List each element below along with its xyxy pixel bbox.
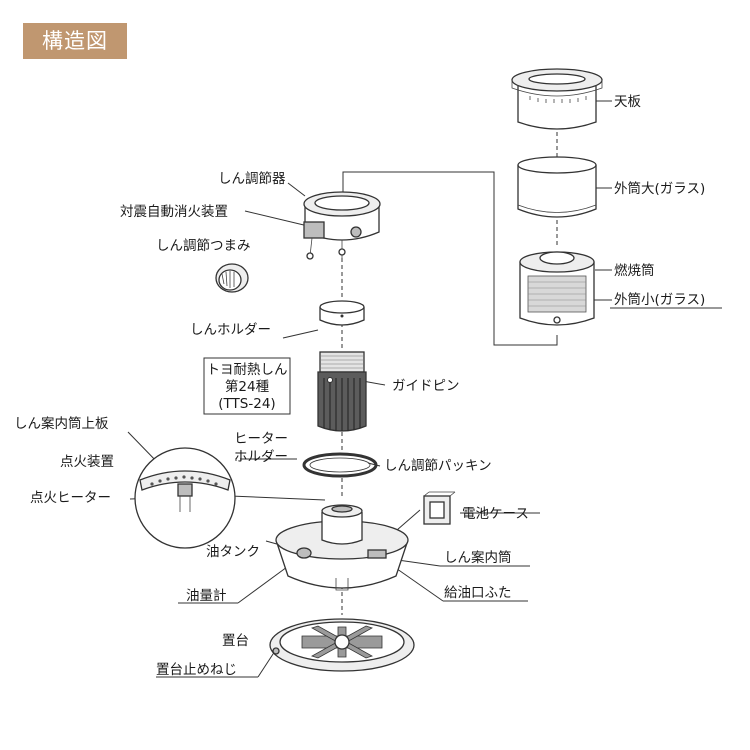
label-ignition-heater: 点火ヒーター bbox=[30, 490, 111, 506]
wick-knob-part bbox=[215, 263, 249, 293]
page-title: 構造図 bbox=[23, 23, 127, 59]
label-wick-holder: しんホルダー bbox=[190, 322, 271, 338]
label-wick-adjuster: しん調節器 bbox=[218, 171, 286, 187]
oil-tank-part bbox=[275, 504, 409, 591]
wick-spec-box bbox=[203, 357, 291, 415]
label-wick-packing: しん調節パッキン bbox=[384, 458, 492, 474]
wick-holder-part bbox=[319, 300, 365, 326]
label-base-stand: 置台 bbox=[222, 633, 249, 649]
label-battery-case: 電池ケース bbox=[462, 506, 529, 522]
label-outer-glass-large: 外筒大(ガラス) bbox=[614, 180, 705, 197]
heat-resistant-wick-part bbox=[317, 351, 367, 432]
combustion-cylinder-part bbox=[519, 251, 595, 326]
top-plate-part bbox=[511, 68, 603, 130]
wick-packing-part bbox=[302, 452, 378, 478]
ignition-inset-part bbox=[134, 447, 236, 549]
wick-adjuster-part bbox=[303, 191, 381, 260]
label-guide-pin: ガイドピン bbox=[392, 378, 460, 394]
label-wick-guide-tube: しん案内筒 bbox=[444, 549, 512, 566]
wick-spec-line1: トヨ耐熱しん bbox=[207, 362, 288, 378]
label-heater-holder-1: ヒーター bbox=[234, 431, 288, 447]
base-stand-part bbox=[269, 618, 415, 672]
label-seismic-shutoff: 対震自動消火装置 bbox=[120, 204, 228, 220]
label-fuel-cap: 給油口ふた bbox=[444, 585, 512, 601]
battery-case-part bbox=[423, 491, 456, 525]
outer-glass-large-part bbox=[517, 156, 597, 218]
label-tenban: 天板 bbox=[614, 94, 642, 110]
label-ignition-device: 点火装置 bbox=[60, 454, 114, 470]
wick-spec-line2: 第24種 bbox=[225, 378, 270, 395]
label-guide-top-plate: しん案内筒上板 bbox=[14, 415, 109, 432]
label-oil-gauge: 油量計 bbox=[186, 588, 227, 604]
label-outer-glass-small: 外筒小(ガラス) bbox=[614, 291, 705, 308]
label-heater-holder-2: ホルダー bbox=[234, 449, 288, 465]
label-wick-knob: しん調節つまみ bbox=[156, 238, 251, 254]
connector-lines bbox=[127, 100, 722, 678]
label-combustion-cylinder: 燃焼筒 bbox=[614, 262, 655, 279]
label-base-screw: 置台止めねじ bbox=[156, 662, 237, 678]
wick-spec-line3: (TTS-24) bbox=[218, 396, 275, 412]
label-oil-tank: 油タンク bbox=[206, 544, 260, 560]
